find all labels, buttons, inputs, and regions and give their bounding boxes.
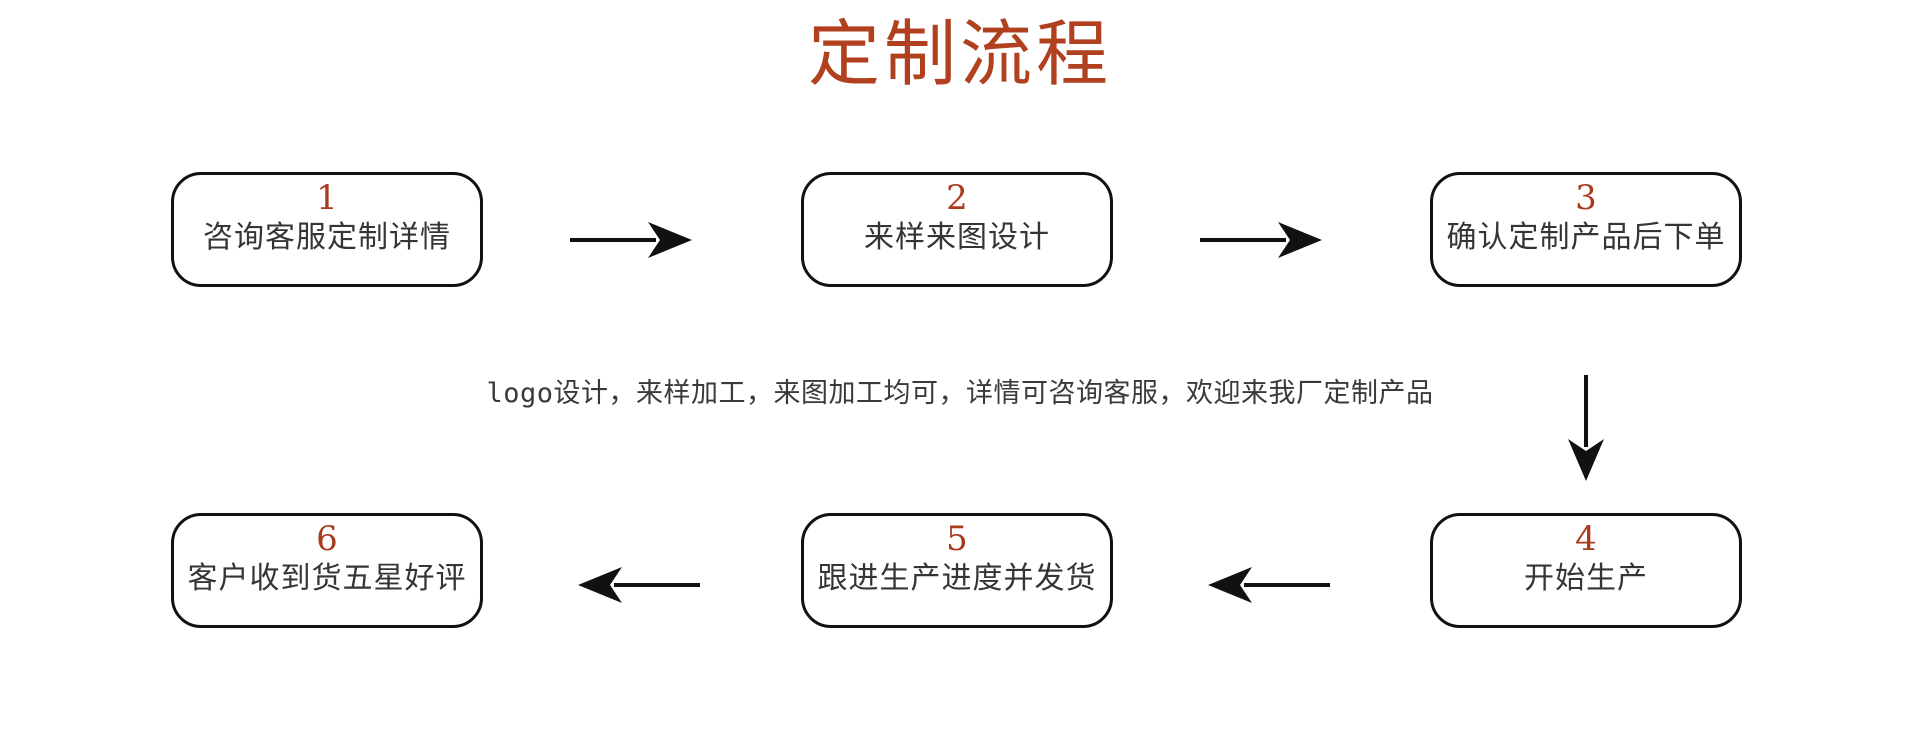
step-label-2: 来样来图设计 [864,219,1050,255]
step-number-6: 6 [316,519,338,559]
step-number-2: 2 [946,178,968,218]
step-number-3: 3 [1575,178,1597,218]
process-caption: logo设计，来样加工，来图加工均可，详情可咨询客服，欢迎来我厂定制产品 [486,378,1434,409]
step-label-4: 开始生产 [1524,560,1648,596]
arrow-left-icon-step5-step6 [570,555,700,615]
step-number-1: 1 [316,178,338,218]
flow-step-5: 5 跟进生产进度并发货 [801,513,1113,628]
step-label-3: 确认定制产品后下单 [1446,219,1726,255]
flow-step-3: 3 确认定制产品后下单 [1430,172,1742,287]
step-label-1: 咨询客服定制详情 [203,219,451,255]
step-label-6: 客户收到货五星好评 [187,560,467,596]
flow-step-4: 4 开始生产 [1430,513,1742,628]
flow-step-6: 6 客户收到货五星好评 [171,513,483,628]
step-number-4: 4 [1575,519,1597,559]
arrow-left-icon-step4-step5 [1200,555,1330,615]
step-number-5: 5 [946,519,968,559]
arrow-down-icon-step3-step4 [1556,375,1616,485]
arrow-right-icon-step1-step2 [570,210,700,270]
page-title: 定制流程 [807,12,1112,96]
flow-step-2: 2 来样来图设计 [801,172,1113,287]
flow-step-1: 1 咨询客服定制详情 [171,172,483,287]
arrow-right-icon-step2-step3 [1200,210,1330,270]
step-label-5: 跟进生产进度并发货 [817,560,1097,596]
